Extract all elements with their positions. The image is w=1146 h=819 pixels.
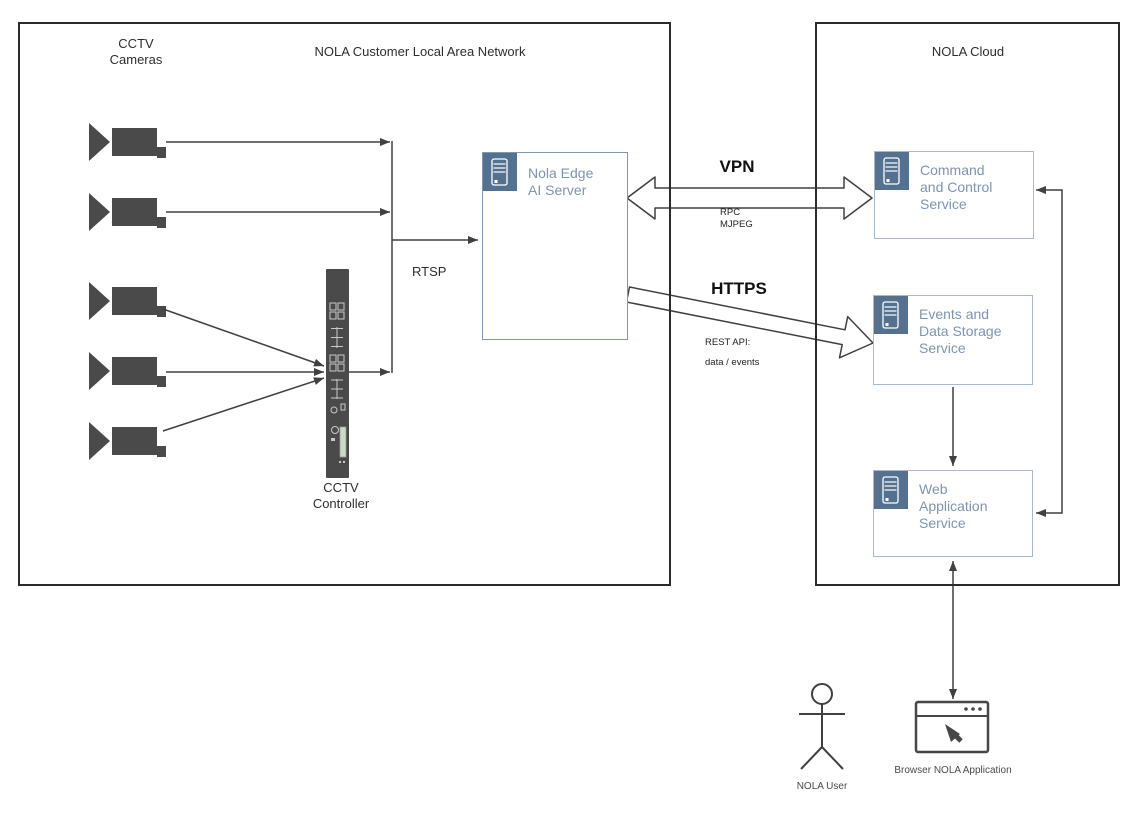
cloud-title: NOLA Cloud (931, 44, 1005, 59)
network-switch-icon (326, 269, 349, 478)
https-sublabel: REST API: data / events (705, 337, 760, 368)
mouse-cursor-icon (945, 724, 963, 743)
events-storage-label: Events and Data Storage Service (919, 306, 1002, 356)
lan-boundary-box (18, 22, 671, 586)
rtsp-label: RTSP (412, 264, 447, 279)
cloud-boundary-box (815, 22, 1120, 586)
https-label: HTTPS (711, 279, 767, 298)
vpn-arrow (626, 176, 873, 220)
service-box-web-application: Web Application Service (873, 470, 1033, 557)
service-box-events-storage: Events and Data Storage Service (873, 295, 1033, 385)
camera-link-line (162, 308, 325, 367)
lan-title: NOLA Customer Local Area Network (314, 44, 526, 59)
edge-ai-server-label: Nola Edge AI Server (528, 165, 594, 198)
stick-figure-icon (799, 683, 845, 770)
web-application-label: Web Application Service (919, 481, 988, 531)
vpn-label: VPN (719, 157, 755, 176)
command-control-label: Command and Control Service (920, 162, 993, 212)
browser-window-icon (914, 700, 990, 754)
vpn-sublabel: RPC MJPEG (720, 207, 753, 230)
browser-application-label: Browser NOLA Application (894, 765, 1012, 776)
service-box-command-control: Command and Control Service (874, 151, 1034, 239)
server-rack-icon (874, 296, 908, 334)
command-webapp-link (1036, 186, 1063, 517)
cctv-controller-label: CCTV Controller (312, 480, 370, 511)
camera-link-line (162, 377, 325, 432)
cctv-cameras-label: CCTV Cameras (109, 36, 163, 67)
nola-user-label: NOLA User (796, 781, 848, 792)
server-rack-icon (483, 153, 517, 191)
server-rack-icon (874, 471, 908, 509)
https-arrow (625, 286, 874, 359)
server-rack-icon (875, 152, 909, 190)
edge-ai-server-box: Nola Edge AI Server (482, 152, 628, 340)
